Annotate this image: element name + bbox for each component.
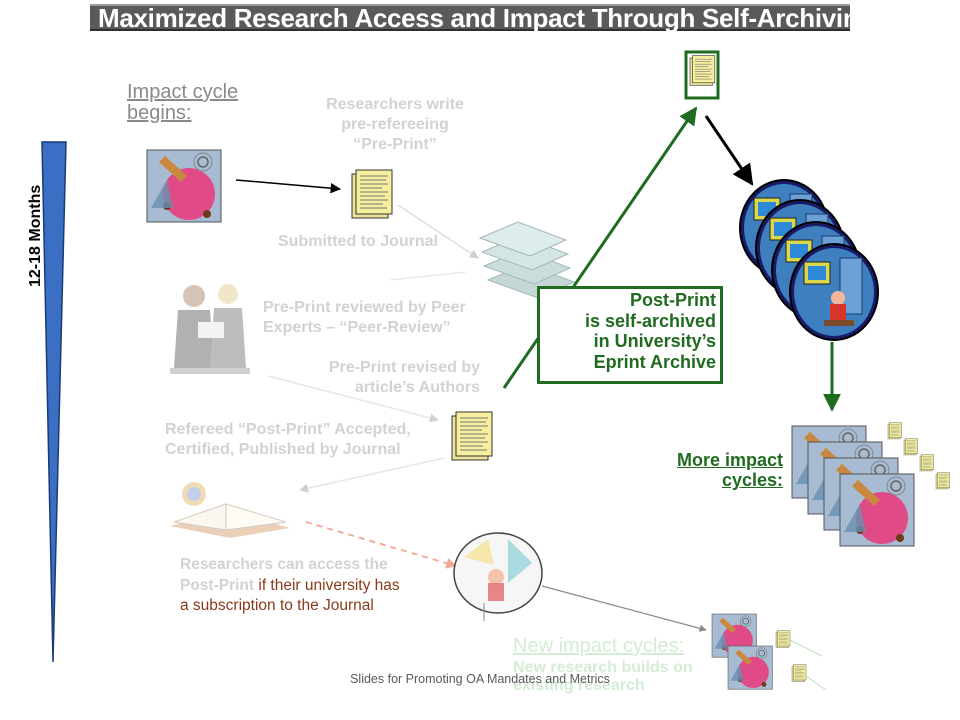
new-impact-cycles-sublabel: New research builds on existing research bbox=[513, 659, 693, 694]
submitted-label: Submitted to Journal bbox=[278, 233, 438, 250]
archived-document-icon bbox=[684, 50, 720, 100]
researcher-access-icon bbox=[453, 532, 543, 621]
new-impact-cycles-label: New impact cycles: bbox=[513, 635, 685, 657]
arrow-self-archive bbox=[502, 106, 698, 389]
more-impact-label: More impact cycles: bbox=[676, 450, 783, 490]
impact-cycle-begins-label: Impact cycle begins: bbox=[127, 81, 239, 124]
open-journal-icon bbox=[170, 482, 290, 538]
postprint-box bbox=[537, 286, 723, 384]
revised-label: Pre-Print revised by article’s Authors bbox=[328, 359, 480, 396]
access-label: Researchers can access the Post-Print if… bbox=[180, 556, 400, 614]
repository-users-icon bbox=[739, 179, 879, 341]
scientist-start-icon bbox=[146, 149, 222, 223]
slide-footer: Slides for Promoting OA Mandates and Met… bbox=[350, 672, 610, 686]
more-impact-scientists-icon bbox=[791, 422, 950, 547]
postprint-document-icon bbox=[451, 411, 493, 461]
postprint-box-text: Post-Print is self-archived in Universit… bbox=[584, 290, 716, 372]
preprint-document-icon bbox=[351, 169, 393, 219]
arrow-start-to-preprint bbox=[235, 179, 342, 194]
timeline-label: 12-18 Months bbox=[27, 184, 44, 287]
timeline-wedge bbox=[41, 141, 67, 663]
title-bar bbox=[90, 4, 850, 31]
peer-reviewers-icon bbox=[170, 284, 250, 374]
peer-review-label: Pre-Print reviewed by Peer Experts – “Pe… bbox=[263, 299, 466, 336]
slide-title: Maximized Research Access and Impact Thr… bbox=[98, 3, 874, 33]
researchers-write-label: Researchers write pre-refereeing “Pre-Pr… bbox=[326, 96, 464, 153]
accepted-label: Refereed “Post-Print” Accepted, Certifie… bbox=[165, 421, 411, 458]
